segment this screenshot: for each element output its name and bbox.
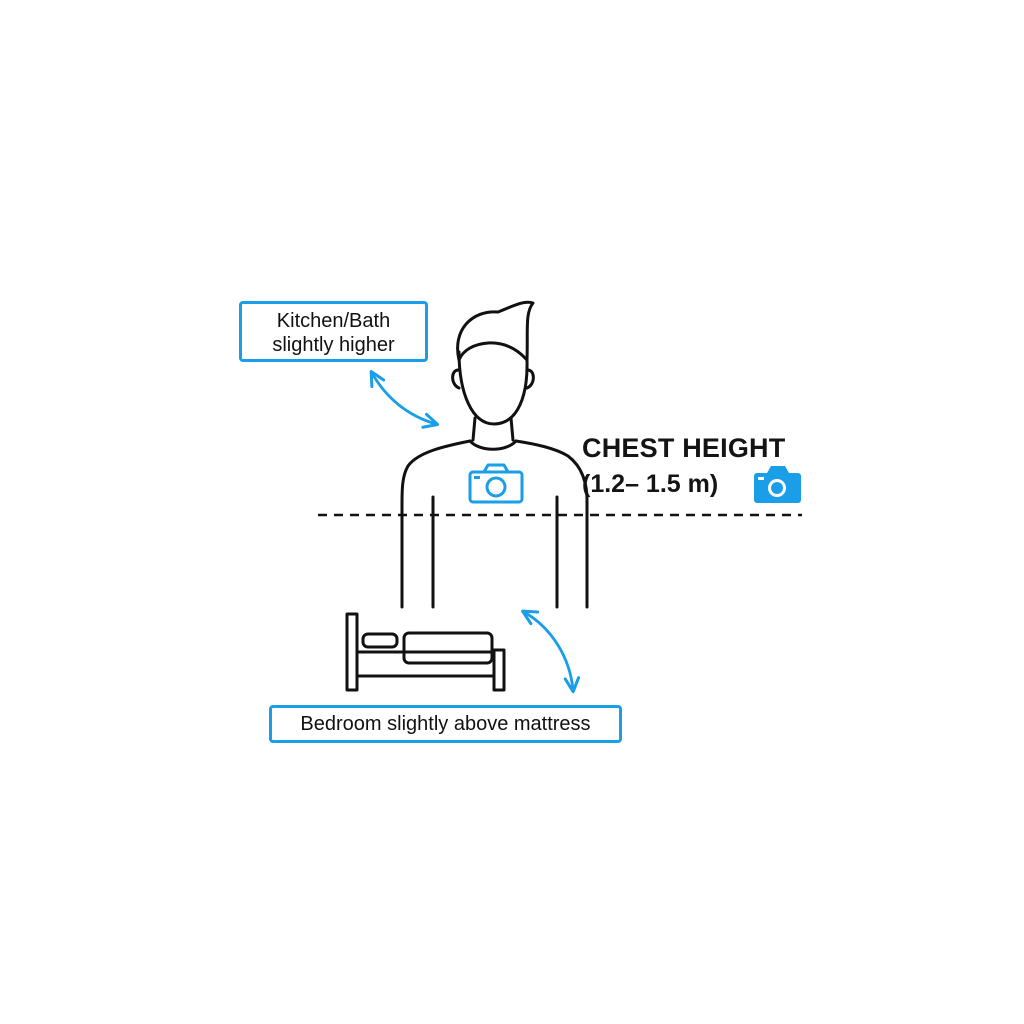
chest-height-range: (1.2– 1.5 m)	[582, 470, 719, 498]
person-hair	[456, 300, 535, 362]
label-camera-icon	[754, 466, 801, 503]
kitchen-callout-line1: Kitchen/Bath	[276, 310, 391, 332]
person-right-shoulder	[514, 439, 589, 507]
kitchen-arrow-icon	[369, 370, 440, 429]
person-ear-right	[525, 368, 535, 390]
person-outline-icon	[400, 300, 589, 609]
kitchen-bath-callout: Kitchen/Bath slightly higher	[239, 301, 428, 362]
person-neck	[471, 416, 515, 442]
chest-camera-icon	[468, 463, 524, 504]
person-head	[457, 350, 529, 426]
person-collar	[468, 439, 518, 451]
kitchen-callout-line2: slightly higher	[272, 334, 395, 356]
bed-pillow	[361, 632, 399, 649]
bed-mattress	[402, 631, 494, 665]
bed-icon	[345, 612, 506, 692]
bedroom-arrow-icon	[521, 609, 581, 694]
bed-frame	[355, 650, 496, 678]
bed-footboard	[492, 648, 506, 692]
bedroom-callout: Bedroom slightly above mattress	[269, 705, 622, 743]
chest-height-title: CHEST HEIGHT	[582, 433, 786, 463]
person-ear-left	[451, 368, 461, 390]
person-left-shoulder	[400, 439, 472, 507]
